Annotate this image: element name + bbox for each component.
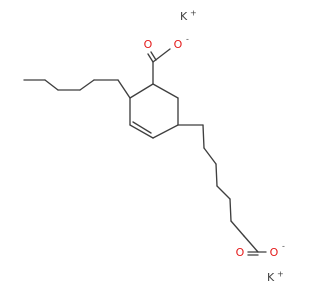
ring-double-bond-b [132,121,152,134]
ring-double-bond-a [129,124,154,139]
hexyl-bond-5 [44,79,59,91]
charge-label-o-bottom: - [282,242,285,251]
hexyl-bond-1 [117,79,131,99]
chain-bond-7 [230,220,245,237]
atom-label-o-carbonyl-bottom: O [236,246,245,259]
chain-bond-6 [229,198,232,222]
structure-canvas: K + O O - O O - K + [23,8,285,284]
charge-label-k-top: + [190,9,197,18]
hexyl-bond-3 [79,79,95,91]
ring-bond-6 [129,83,154,99]
bond-carboxylate-single [152,48,171,63]
chain-bond-4 [215,163,218,187]
ring-bond-3 [152,124,179,139]
atom-label-o-carboxylate-top: O [174,38,183,51]
atom-label-k-bottom: K [267,271,275,284]
chain-bond-5 [216,185,231,200]
atom-label-o-carboxylate-bottom: O [270,246,279,259]
chemical-structure: K + O O - O O - K + [23,9,285,284]
charge-label-o-top: - [186,35,189,44]
bond-carbonyl-double-b [150,51,157,61]
atom-label-o-carbonyl-top: O [144,38,153,51]
ring-bond-1 [152,83,179,99]
chain-bond-3 [203,147,217,165]
charge-label-k-bottom: + [277,270,284,279]
atom-label-k-top: K [180,10,188,23]
bond-carbonyl-double-a [147,53,154,63]
chain-bond-2 [202,124,205,149]
chain-bond-8 [243,235,259,253]
